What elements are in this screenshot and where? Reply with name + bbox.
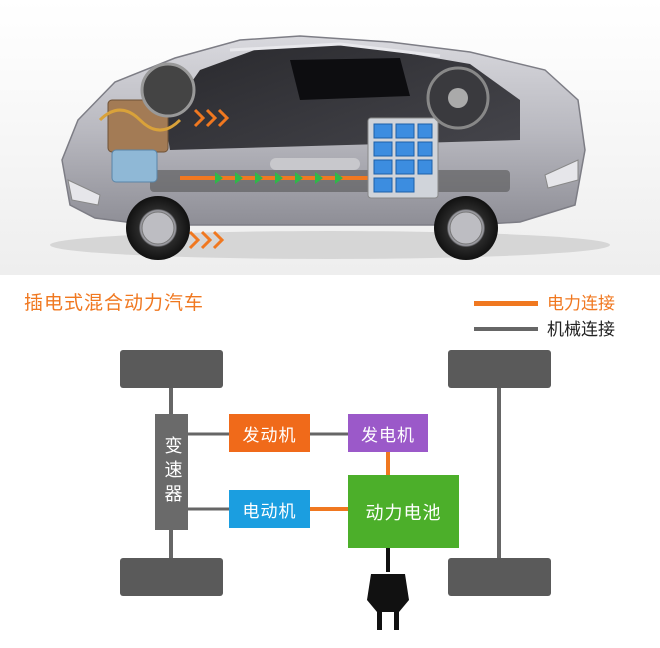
diagram-title: 插电式混合动力汽车: [24, 292, 205, 314]
gearbox-box: 变速器: [155, 414, 188, 530]
legend-mechanical-label: 机械连接: [547, 320, 615, 340]
battery-box: 动力电池: [348, 475, 459, 548]
generator-box: 发电机: [348, 414, 428, 452]
wheel-front-left: [120, 350, 223, 388]
engine-box: 发动机: [229, 414, 310, 452]
wheel-rear-left: [448, 350, 551, 388]
legend-mechanical-line: [474, 327, 538, 331]
plug-icon: [367, 574, 409, 630]
car-cutaway-illustration: [0, 0, 660, 275]
legend-electric-line: [474, 301, 538, 306]
legend-electric-label: 电力连接: [547, 294, 615, 314]
wheel-rear-right: [448, 558, 551, 596]
motor-box: 电动机: [229, 490, 310, 528]
wheel-front-right: [120, 558, 223, 596]
